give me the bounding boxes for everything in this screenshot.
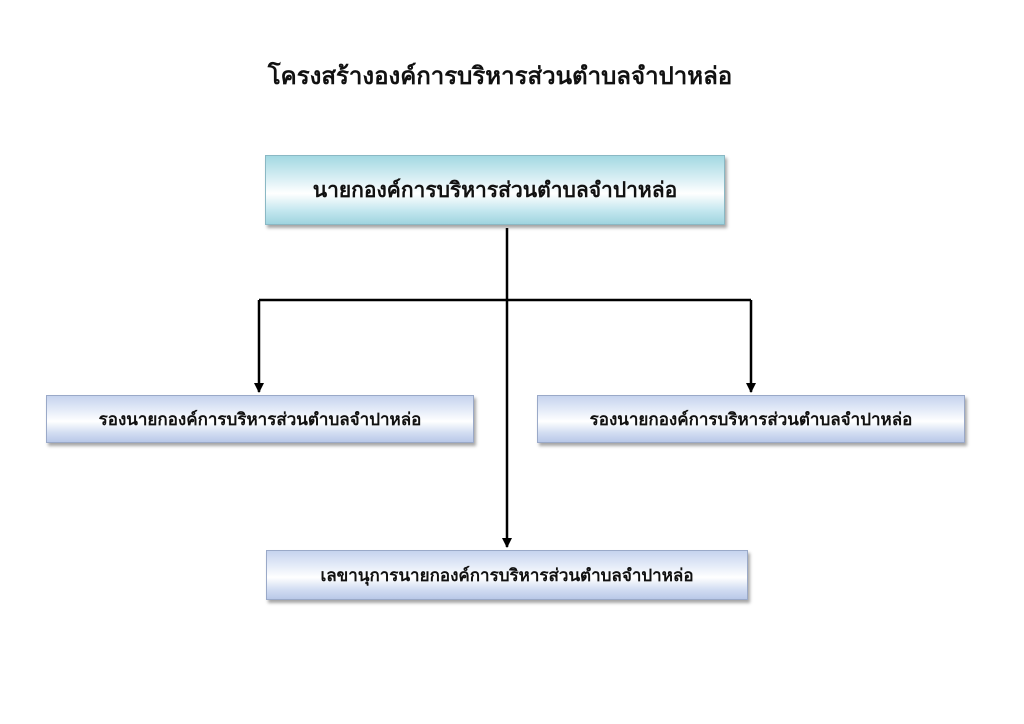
node-deputy-left: รองนายกองค์การบริหารส่วนตำบลจำปาหล่อ xyxy=(46,395,474,443)
node-secretary: เลขานุการนายกองค์การบริหารส่วนตำบลจำปาหล… xyxy=(266,550,748,600)
node-deputy-right-label: รองนายกองค์การบริหารส่วนตำบลจำปาหล่อ xyxy=(589,409,913,430)
node-deputy-right: รองนายกองค์การบริหารส่วนตำบลจำปาหล่อ xyxy=(537,395,965,443)
page-title: โครงสร้างองค์การบริหารส่วนตำบลจำปาหล่อ xyxy=(267,62,733,90)
node-chief-executive: นายกองค์การบริหารส่วนตำบลจำปาหล่อ xyxy=(265,155,725,225)
node-chief-executive-label: นายกองค์การบริหารส่วนตำบลจำปาหล่อ xyxy=(312,177,678,202)
node-deputy-left-label: รองนายกองค์การบริหารส่วนตำบลจำปาหล่อ xyxy=(98,409,422,430)
node-secretary-label: เลขานุการนายกองค์การบริหารส่วนตำบลจำปาหล… xyxy=(320,565,694,586)
